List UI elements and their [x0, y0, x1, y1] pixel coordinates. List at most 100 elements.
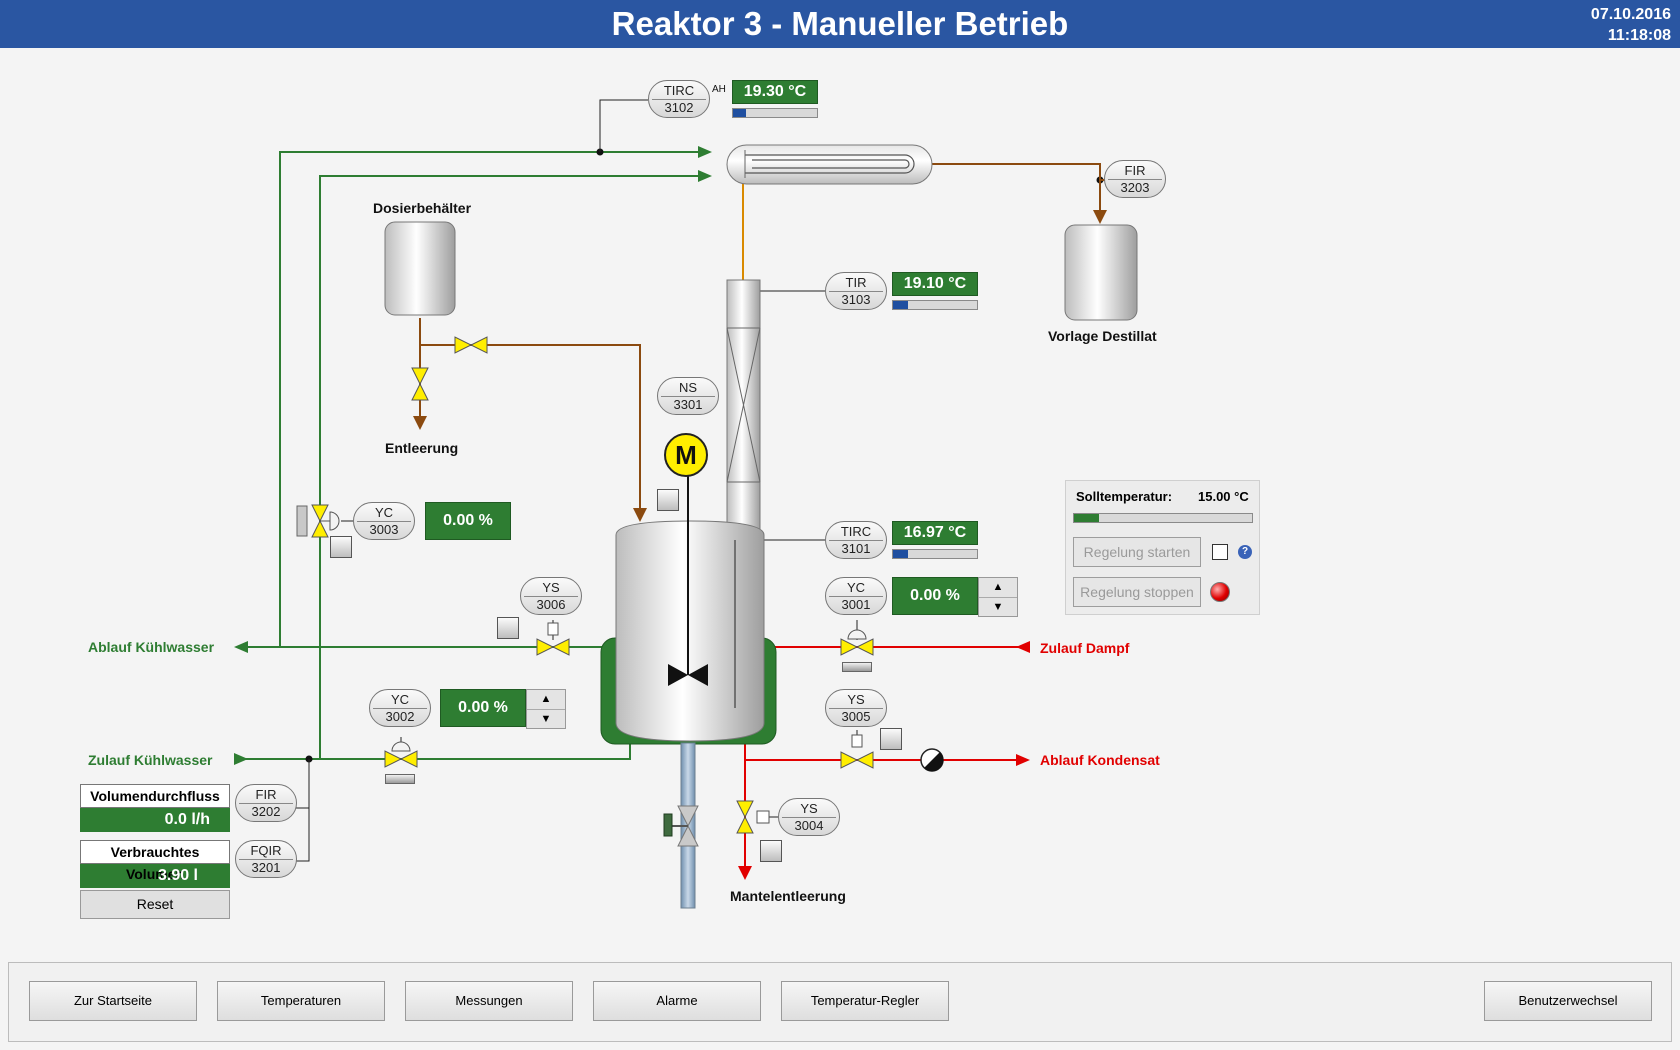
arrow-zulauf-dampf	[1016, 641, 1030, 653]
arrow-mantelentleerung	[738, 866, 752, 880]
arrow-ablauf-kondensat	[1016, 754, 1030, 766]
used-volume-label: Verbrauchtes Volumen	[80, 840, 230, 882]
setpoint-bar	[1073, 513, 1253, 523]
ns-3301-toggle[interactable]	[657, 489, 679, 511]
nav-temperature-controller-button[interactable]: Temperatur-Regler	[781, 981, 949, 1021]
label-entleerung: Entleerung	[385, 440, 459, 456]
dosing-tank	[384, 221, 456, 316]
yc-3001-up[interactable]: ▲	[992, 581, 1004, 593]
label-ablauf-kondensat: Ablauf Kondensat	[1040, 752, 1160, 768]
tag-fir-3203[interactable]: FIR 3203	[1104, 160, 1166, 198]
nav-temperatures-button[interactable]: Temperaturen	[217, 981, 385, 1021]
bottom-valve	[663, 805, 699, 847]
yc-3001-down[interactable]: ▼	[979, 597, 1017, 617]
motor-icon[interactable]: M	[664, 433, 708, 477]
start-control-button[interactable]: Regelung starten	[1073, 537, 1201, 567]
label-zulauf-dampf: Zulauf Dampf	[1040, 640, 1130, 656]
temperature-control-panel: Solltemperatur: 15.00 °C Regelung starte…	[1065, 480, 1260, 615]
tag-fir-3202[interactable]: FIR 3202	[235, 784, 297, 822]
tir-3103-value: 19.10 °C	[892, 272, 978, 296]
alarm-indicator-ah: AH	[712, 84, 726, 95]
label-dosierbehaelter: Dosierbehälter	[373, 200, 472, 216]
tag-ys-3004[interactable]: YS 3004	[778, 798, 840, 836]
help-icon[interactable]: ?	[1238, 545, 1252, 559]
page-title: Reaktor 3 - Manueller Betrieb	[611, 5, 1069, 42]
process-diagram	[234, 99, 1138, 909]
stirrer-blade-right	[688, 664, 708, 686]
tirc-3102-bar	[732, 108, 818, 118]
tirc-3101-value: 16.97 °C	[892, 521, 978, 545]
nav-alarms-button[interactable]: Alarme	[593, 981, 761, 1021]
flow-rate-value: 0.0 l/h	[80, 808, 230, 832]
yc-3001-position	[842, 662, 872, 672]
arrow-ablauf-kuehlwasser	[234, 641, 248, 653]
nav-home-button[interactable]: Zur Startseite	[29, 981, 197, 1021]
distillation-column	[726, 279, 761, 531]
stop-control-button[interactable]: Regelung stoppen	[1073, 577, 1201, 607]
yc-3002-up[interactable]: ▲	[540, 693, 552, 705]
valve-ys3004	[736, 800, 754, 834]
yc-3003-value: 0.00 %	[425, 502, 511, 540]
label-ablauf-kuehlwasser: Ablauf Kühlwasser	[88, 639, 215, 655]
ys-3005-toggle[interactable]	[880, 728, 902, 750]
yc-3002-down[interactable]: ▼	[527, 709, 565, 729]
distillate-receiver	[1064, 224, 1138, 321]
nav-measurements-button[interactable]: Messungen	[405, 981, 573, 1021]
yc-3002-stepper[interactable]: ▲ ▼	[526, 689, 566, 729]
title-bar: Reaktor 3 - Manueller Betrieb 07.10.2016…	[0, 0, 1680, 48]
used-volume-box: Verbrauchtes Volumen 3.90 l	[80, 840, 230, 888]
arrow-cooling-in-2	[698, 170, 712, 182]
tirc-3102-value: 19.30 °C	[732, 80, 818, 104]
used-volume-value: 3.90 l	[80, 864, 230, 888]
tirc-3101-bar	[892, 549, 978, 559]
flow-rate-box: Volumendurchfluss 0.0 l/h	[80, 784, 230, 832]
date-display: 07.10.2016	[1590, 6, 1671, 23]
ys-3006-toggle[interactable]	[497, 617, 519, 639]
tag-ns-3301[interactable]: NS 3301	[657, 377, 719, 415]
navigation-bar: Zur Startseite Temperaturen Messungen Al…	[8, 962, 1672, 1042]
yc-3002-position	[385, 774, 415, 784]
condensate-trap	[920, 748, 944, 772]
stirrer-blade-left	[668, 664, 688, 686]
reset-button[interactable]: Reset	[80, 890, 230, 919]
tag-yc-3002[interactable]: YC 3002	[369, 689, 431, 727]
label-zulauf-kuehlwasser: Zulauf Kühlwasser	[88, 752, 213, 768]
ys-3004-toggle[interactable]	[760, 840, 782, 862]
motor-symbol: M	[675, 440, 697, 470]
arrow-to-vorlage	[1093, 210, 1107, 224]
tag-ys-3006[interactable]: YS 3006	[520, 577, 582, 615]
nav-switch-user-button[interactable]: Benutzerwechsel	[1484, 981, 1652, 1021]
arrow-zulauf-kuehlwasser	[234, 753, 248, 765]
valve-yc3003	[311, 504, 340, 538]
valve-yc3002	[384, 741, 418, 768]
label-vorlage-destillat: Vorlage Destillat	[1048, 328, 1157, 344]
valve-dosier-vertical	[411, 367, 429, 401]
label-mantelentleerung: Mantelentleerung	[730, 888, 846, 904]
valve-ys3006	[536, 638, 570, 656]
tag-tirc-3102[interactable]: TIRC 3102	[648, 80, 710, 118]
time-display: 11:18:08	[1607, 27, 1671, 44]
flow-rate-label: Volumendurchfluss	[80, 784, 230, 808]
reactor-vessel	[600, 520, 777, 745]
yc-3001-stepper[interactable]: ▲ ▼	[978, 577, 1018, 617]
tag-tir-3103[interactable]: TIR 3103	[825, 272, 887, 310]
tag-tirc-3101[interactable]: TIRC 3101	[825, 521, 887, 559]
tag-yc-3003[interactable]: YC 3003	[353, 502, 415, 540]
valve-ys3005	[840, 751, 874, 769]
condenser	[726, 144, 933, 185]
tir-3103-bar	[892, 300, 978, 310]
arrow-cooling-in-1	[698, 146, 712, 158]
tag-ys-3005[interactable]: YS 3005	[825, 689, 887, 727]
tag-fqir-3201[interactable]: FQIR 3201	[235, 840, 297, 878]
arrow-entleerung	[413, 416, 427, 430]
status-led-icon	[1210, 582, 1230, 602]
auto-checkbox[interactable]	[1212, 544, 1228, 560]
datetime: 07.10.2016 11:18:08	[1591, 4, 1671, 46]
valve-yc3001	[840, 629, 874, 656]
valve-dosier-horizontal	[454, 336, 488, 354]
setpoint-value: 15.00 °C	[1198, 489, 1249, 504]
yc-3003-toggle[interactable]	[330, 536, 352, 558]
yc-3001-value: 0.00 %	[892, 577, 978, 615]
tag-yc-3001[interactable]: YC 3001	[825, 577, 887, 615]
arrow-to-reactor	[633, 508, 647, 522]
